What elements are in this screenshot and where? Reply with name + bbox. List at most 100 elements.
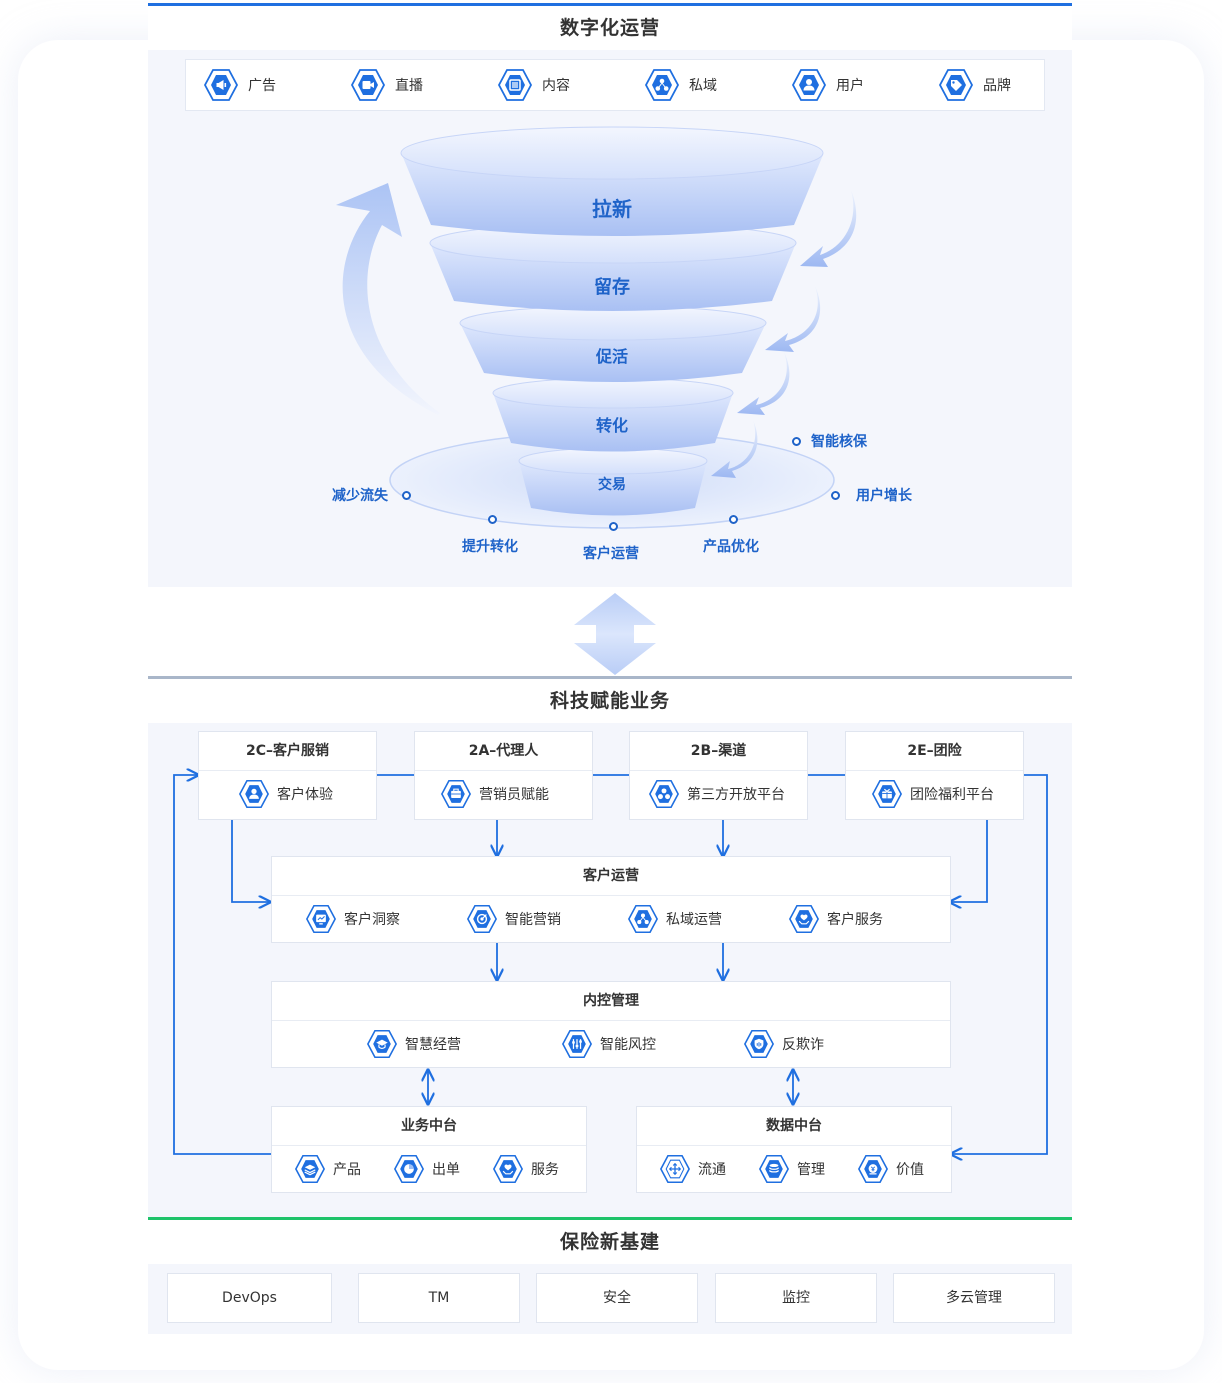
point-dot [792, 437, 801, 446]
infra-security: 安全 [536, 1273, 698, 1323]
internal-item-label: 智慧经营 [405, 1037, 461, 1053]
tier-4 [493, 393, 733, 452]
megaphone-icon [203, 69, 239, 101]
box-title: 客户运营 [272, 857, 950, 896]
internal-item-label: 反欺诈 [782, 1037, 824, 1053]
internal-item-fraud: 反欺诈 [743, 1029, 824, 1059]
infra-multicloud: 多云管理 [893, 1273, 1055, 1323]
point-dot [729, 515, 738, 524]
funnel-stage-2: 留存 [594, 277, 630, 298]
video-icon [350, 69, 386, 101]
tier-5 [519, 461, 707, 516]
section-top-bar [148, 676, 1072, 679]
bp-item-service: 服务 [492, 1154, 559, 1184]
ops-item-label: 客户洞察 [344, 912, 400, 928]
customer-ops-box: 客户运营 客户洞察 智能营销 私域运营 客户服务 [271, 856, 951, 943]
digital-ops-section: 数字化运营 广告 直播 内容 私域 用户 品牌 [148, 3, 1072, 587]
channel-label: 私域 [689, 78, 717, 94]
box-title: 内控管理 [272, 982, 950, 1021]
segment-item: 第三方开放平台 [648, 779, 785, 809]
channel-ad: 广告 [203, 68, 276, 102]
channel-label: 内容 [542, 78, 570, 94]
ops-item-label: 客户服务 [827, 912, 883, 928]
channel-label: 广告 [248, 78, 276, 94]
internal-item-risk: 智能风控 [561, 1029, 656, 1059]
funnel-graphic [336, 126, 857, 529]
bp-item-label: 产品 [333, 1162, 361, 1178]
network-icon [627, 904, 659, 934]
segment-item-label: 团险福利平台 [910, 787, 994, 803]
dp-item-label: 价值 [896, 1162, 924, 1178]
database-icon [758, 1154, 790, 1184]
channel-bar: 广告 直播 内容 私域 用户 品牌 [185, 59, 1045, 111]
heart-hand-icon [492, 1154, 524, 1184]
channel-private: 私域 [644, 68, 717, 102]
point-dot [402, 491, 411, 500]
heart-hand-icon [788, 904, 820, 934]
segment-item: 客户体验 [238, 779, 333, 809]
section-title-infra: 保险新基建 [148, 1220, 1072, 1264]
bp-item-label: 出单 [432, 1162, 460, 1178]
funnel-stage-4: 转化 [595, 416, 628, 435]
internal-item-operation: 智慧经营 [366, 1029, 461, 1059]
channel-user: 用户 [791, 68, 864, 102]
segment-2e: 2E–团险 团险福利平台 [845, 731, 1024, 820]
graduation-icon [366, 1029, 398, 1059]
point-label-product: 产品优化 [703, 539, 759, 555]
data-platform-box: 数据中台 流通 管理 价值 [636, 1106, 952, 1193]
funnel-stage-5: 交易 [598, 477, 626, 493]
channel-label: 品牌 [983, 78, 1011, 94]
point-label-underwriting: 智能核保 [811, 434, 867, 450]
channel-brand: 品牌 [938, 68, 1011, 102]
point-label-churn: 减少流失 [332, 488, 388, 504]
business-platform-box: 业务中台 产品 出单 服务 [271, 1106, 587, 1193]
shield-icon [743, 1029, 775, 1059]
briefcase-icon [440, 779, 472, 809]
funnel-stage-1: 拉新 [592, 197, 632, 221]
coin-icon [857, 1154, 889, 1184]
point-label-conversion: 提升转化 [462, 539, 518, 555]
channel-label: 直播 [395, 78, 423, 94]
infra-monitoring: 监控 [715, 1273, 877, 1323]
channel-live: 直播 [350, 68, 423, 102]
dp-item-label: 管理 [797, 1162, 825, 1178]
user-icon [791, 69, 827, 101]
section-top-bar [148, 1217, 1072, 1220]
ops-item-private: 私域运营 [627, 904, 722, 934]
target-icon [466, 904, 498, 934]
ops-item-insight: 客户洞察 [305, 904, 400, 934]
document-icon [497, 69, 533, 101]
section-title-digital: 数字化运营 [148, 6, 1072, 50]
return-arrow [336, 183, 440, 415]
ops-item-service: 客户服务 [788, 904, 883, 934]
point-dot [609, 522, 618, 531]
point-label-customer-ops: 客户运营 [583, 546, 639, 562]
funnel-stage-3: 促活 [595, 347, 628, 366]
point-label-growth: 用户增长 [856, 488, 912, 504]
user-icon [238, 779, 270, 809]
insight-icon [305, 904, 337, 934]
sliders-icon [561, 1029, 593, 1059]
pie-icon [393, 1154, 425, 1184]
internal-item-label: 智能风控 [600, 1037, 656, 1053]
segment-item-label: 客户体验 [277, 787, 333, 803]
flow-icon [659, 1154, 691, 1184]
ops-item-marketing: 智能营销 [466, 904, 561, 934]
infra-tm: TM [358, 1273, 520, 1323]
gift-icon [871, 779, 903, 809]
ops-item-label: 私域运营 [666, 912, 722, 928]
tag-icon [938, 69, 974, 101]
cluster-icon [648, 779, 680, 809]
segment-item-label: 营销员赋能 [479, 787, 549, 803]
tier-1-rim [400, 126, 824, 180]
layers-icon [294, 1154, 326, 1184]
segment-item-label: 第三方开放平台 [687, 787, 785, 803]
point-dot [831, 491, 840, 500]
box-title: 数据中台 [637, 1107, 951, 1146]
bp-item-label: 服务 [531, 1162, 559, 1178]
box-title: 业务中台 [272, 1107, 586, 1146]
ops-item-label: 智能营销 [505, 912, 561, 928]
segment-2a: 2A–代理人 营销员赋能 [414, 731, 593, 820]
funnel-tiers [400, 126, 824, 516]
